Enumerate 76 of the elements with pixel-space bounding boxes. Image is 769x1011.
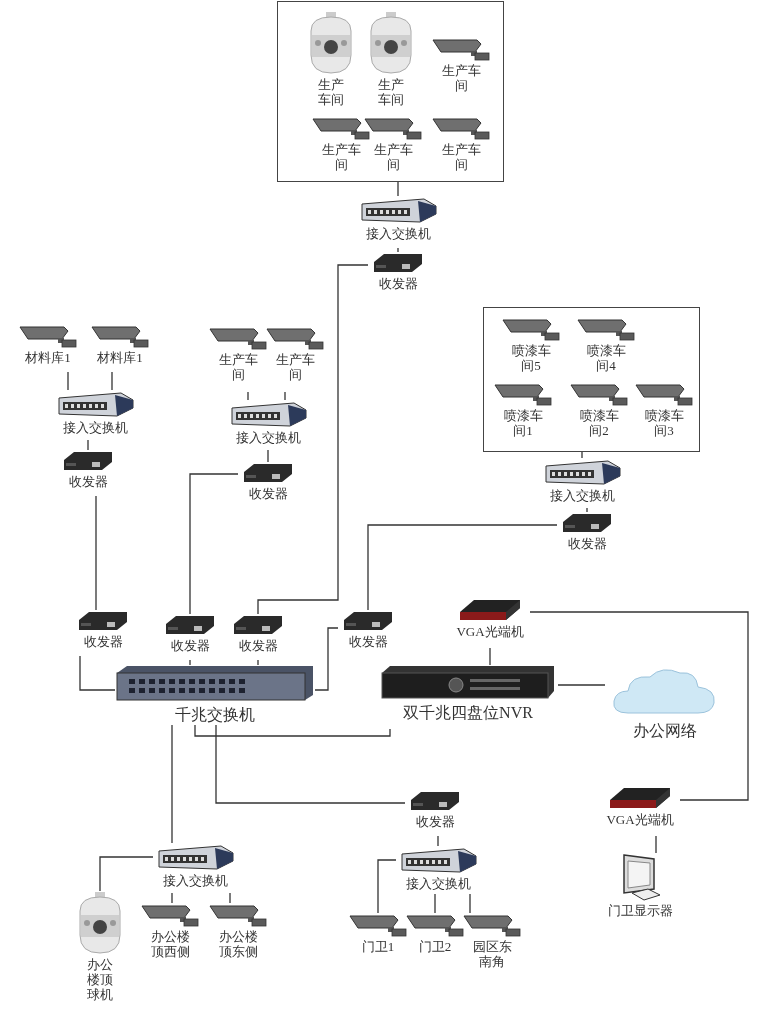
device-label: 收发器 (378, 276, 418, 291)
connector-line (257, 264, 369, 615)
device-label: 收发器 (415, 814, 455, 829)
device-label: 材料库1 (97, 350, 143, 365)
device-label: 收发器 (238, 638, 278, 653)
device-label: 办公网络 (633, 721, 697, 740)
device-label: 收发器 (567, 536, 607, 551)
connector-line (377, 859, 397, 914)
device-label: 千兆交换机 (175, 705, 255, 724)
device-label: 喷漆车间1 (503, 408, 543, 438)
device-label: 接入交换机 (549, 488, 615, 503)
device-label: 门卫1 (361, 939, 395, 954)
device-label: 接入交换机 (62, 420, 128, 435)
connector-line (529, 611, 749, 801)
connector-line (79, 655, 116, 691)
connector-line (397, 181, 399, 197)
device-label: 生产车间 (441, 63, 481, 93)
connector-line (557, 684, 606, 686)
connector-line (257, 659, 259, 666)
device-label: 收发器 (68, 474, 108, 489)
connector-line (87, 439, 89, 451)
device-label: 生产车间 (321, 142, 361, 172)
connector-line (267, 449, 269, 463)
connector-line (171, 892, 173, 904)
connector-line (99, 856, 154, 892)
device-label: 接入交换机 (235, 430, 301, 445)
connector-line (247, 391, 249, 401)
device-label: 收发器 (83, 634, 123, 649)
device-label: 生产车间 (275, 352, 315, 382)
device-label: 接入交换机 (365, 226, 431, 241)
device-label: 收发器 (248, 486, 288, 501)
connector-line (489, 647, 491, 666)
connector-line (189, 659, 191, 666)
connector-line (586, 507, 588, 513)
device-label: 门卫2 (418, 939, 452, 954)
connector-line (437, 835, 439, 847)
connector-line (111, 371, 113, 391)
connector-line (397, 247, 399, 253)
device-label: 接入交换机 (162, 873, 228, 888)
connector-line (434, 893, 436, 914)
connector-line (581, 451, 583, 459)
connector-line (284, 391, 286, 401)
device-label: 收发器 (348, 634, 388, 649)
group-frame (277, 1, 504, 182)
device-label: 园区东南角 (472, 939, 512, 969)
device-label: VGA光端机 (606, 812, 674, 827)
device-label: 生产车间 (218, 352, 258, 382)
device-label: 喷漆车间3 (644, 408, 684, 438)
connector-line (367, 524, 558, 611)
device-label: 喷漆车间5 (511, 343, 551, 373)
device-label: 生产车间 (441, 142, 481, 172)
device-label: 喷漆车间4 (586, 343, 626, 373)
connector-line (215, 724, 406, 804)
device-label: 生产车间 (373, 142, 413, 172)
device-label: 生产车间 (377, 77, 405, 107)
device-label: 办公楼顶球机 (86, 957, 114, 1002)
group-frame (483, 307, 700, 452)
device-label: 接入交换机 (405, 876, 471, 891)
connector-line (229, 892, 231, 904)
connector-line (655, 835, 657, 854)
device-label: 收发器 (170, 638, 210, 653)
connector-line (67, 371, 69, 391)
device-label: 生产车间 (317, 77, 345, 107)
connector-line (314, 627, 339, 691)
device-label: 办公楼顶东侧 (218, 929, 258, 959)
connector-line (469, 893, 471, 914)
connector-line (194, 724, 391, 737)
device-label: VGA光端机 (456, 624, 524, 639)
device-label: 办公楼顶西侧 (150, 929, 190, 959)
device-label: 门卫显示器 (607, 903, 673, 918)
connector-line (189, 473, 239, 615)
device-label: 材料库1 (25, 350, 71, 365)
device-label: 双千兆四盘位NVR (403, 703, 533, 722)
connector-line (171, 724, 173, 844)
connector-line (95, 495, 97, 611)
device-label: 喷漆车间2 (579, 408, 619, 438)
